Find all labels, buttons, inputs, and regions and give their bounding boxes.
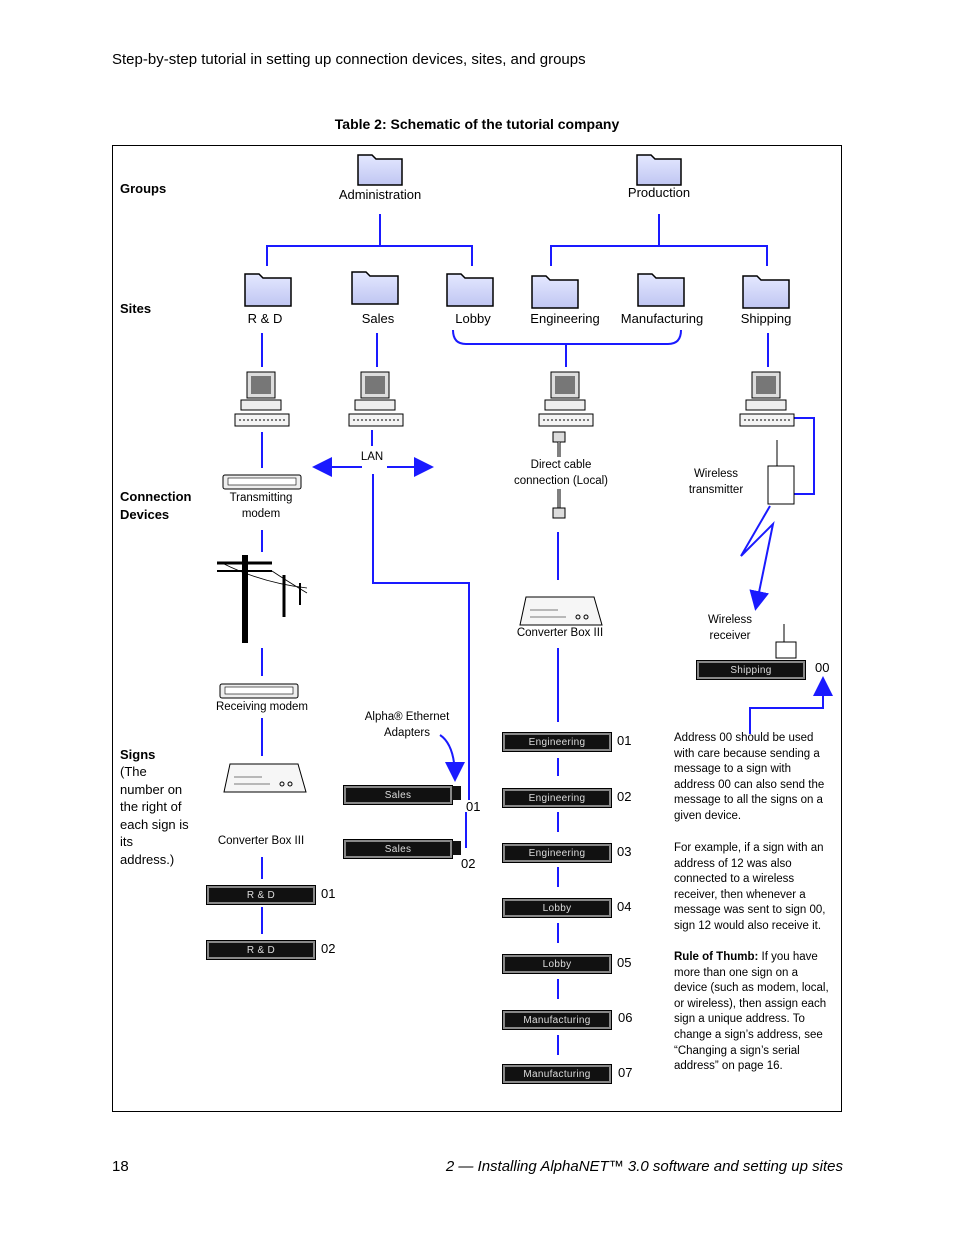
sign-address: 00 (815, 660, 830, 675)
sign-label: Engineering (528, 847, 586, 859)
folder-icon (244, 273, 292, 307)
sign-address: 02 (617, 789, 632, 804)
row-label-connection-devices: Connection Devices (120, 489, 192, 522)
sign-lobby-1: Lobby (503, 899, 611, 917)
sign-engineering-2: Engineering (503, 789, 611, 807)
signs-address-note: (The number on the right of each sign is… (120, 764, 189, 867)
sign-rd-1: R & D (207, 886, 315, 904)
sign-label: Sales (384, 789, 412, 801)
ethernet-adapter-icon (452, 841, 461, 855)
sign-sales-1: Sales (344, 786, 452, 804)
converter-box-left-label: Converter Box III (217, 835, 305, 847)
telephone-poles-icon (217, 555, 308, 643)
sign-shipping: Shipping (697, 661, 805, 679)
sign-label: Shipping (730, 664, 772, 676)
direct-cable-text: Direct cable connection (Local) (514, 459, 608, 487)
site-engineering: Engineering (530, 311, 600, 326)
computer-icon (739, 371, 795, 427)
sign-label: Lobby (542, 902, 572, 914)
modem-icon (222, 474, 302, 490)
sign-label: Engineering (528, 736, 586, 748)
sign-address: 01 (321, 886, 336, 901)
folder-icon (531, 275, 579, 309)
rule-of-thumb-text: If you have more than one sign on a devi… (674, 951, 829, 1073)
page-header: Step-by-step tutorial in setting up conn… (112, 51, 586, 68)
sign-address: 04 (617, 899, 632, 914)
sign-label: R & D (246, 889, 276, 901)
ethernet-adapter-icon (452, 786, 461, 800)
row-label-groups: Groups (120, 181, 167, 196)
folder-icon (446, 273, 494, 307)
folder-icon (742, 275, 790, 309)
site-shipping: Shipping (740, 311, 792, 326)
sign-label: R & D (246, 944, 276, 956)
sign-address: 03 (617, 844, 632, 859)
sign-address: 05 (617, 955, 632, 970)
page-number: 18 (112, 1158, 129, 1175)
sign-engineering-1: Engineering (503, 733, 611, 751)
sign-address: 02 (461, 856, 476, 871)
note-example: For example, if a sign with an address o… (674, 842, 826, 932)
row-label-sites: Sites (120, 301, 152, 316)
receiving-modem-label: Receiving modem (215, 701, 309, 713)
chapter-footer: 2 — Installing AlphaNET™ 3.0 software an… (445, 1158, 843, 1175)
direct-cable-label: Direct cable connection (Local) (503, 457, 619, 489)
site-rd: R & D (247, 311, 283, 326)
sign-label: Sales (384, 843, 412, 855)
row-label-signs: Signs (120, 747, 156, 762)
modem-icon (219, 683, 299, 699)
sign-manufacturing-2: Manufacturing (503, 1065, 611, 1083)
folder-icon (637, 273, 685, 307)
sign-label: Engineering (528, 792, 586, 804)
sign-label: Manufacturing (523, 1068, 591, 1080)
note-address-00: Address 00 should be used with care beca… (674, 732, 825, 822)
site-lobby: Lobby (455, 311, 491, 326)
wireless-transmitter-icon (767, 440, 795, 505)
computer-icon (538, 371, 594, 427)
wireless-transmitter-label: Wireless transmitter (688, 468, 744, 496)
site-manufacturing: Manufacturing (620, 311, 704, 326)
converter-box-center-label: Converter Box III (516, 627, 604, 639)
lan-label: LAN (360, 451, 384, 463)
group-administration: Administration (338, 187, 422, 202)
sign-sales-2: Sales (344, 840, 452, 858)
sign-address: 06 (618, 1010, 633, 1025)
sign-manufacturing-1: Manufacturing (503, 1011, 611, 1029)
sign-engineering-3: Engineering (503, 844, 611, 862)
converter-box-icon (223, 763, 307, 793)
sign-address: 01 (617, 733, 632, 748)
ethernet-adapters-label: Alpha® Ethernet Adapters (364, 711, 450, 739)
schematic-frame (112, 145, 842, 1112)
computer-icon (234, 371, 290, 427)
sign-address: 01 (466, 799, 481, 814)
folder-icon (351, 271, 399, 305)
note-rule-of-thumb: Rule of Thumb: If you have more than one… (674, 950, 834, 1075)
table-title: Table 2: Schematic of the tutorial compa… (334, 116, 620, 132)
sign-lobby-2: Lobby (503, 955, 611, 973)
transmitting-modem-label: Transmitting modem (229, 492, 293, 520)
sign-address: 02 (321, 941, 336, 956)
sign-address: 07 (618, 1065, 633, 1080)
group-production: Production (627, 185, 691, 200)
sign-label: Manufacturing (523, 1014, 591, 1026)
site-sales: Sales (361, 311, 395, 326)
converter-box-icon (519, 596, 603, 626)
wireless-receiver-label: Wireless receiver (707, 614, 753, 642)
sign-label: Lobby (542, 958, 572, 970)
wireless-receiver-icon (775, 624, 797, 659)
folder-icon (636, 154, 682, 186)
computer-icon (348, 371, 404, 427)
folder-icon (357, 154, 403, 186)
sign-rd-2: R & D (207, 941, 315, 959)
rule-of-thumb-heading: Rule of Thumb: (674, 951, 759, 963)
